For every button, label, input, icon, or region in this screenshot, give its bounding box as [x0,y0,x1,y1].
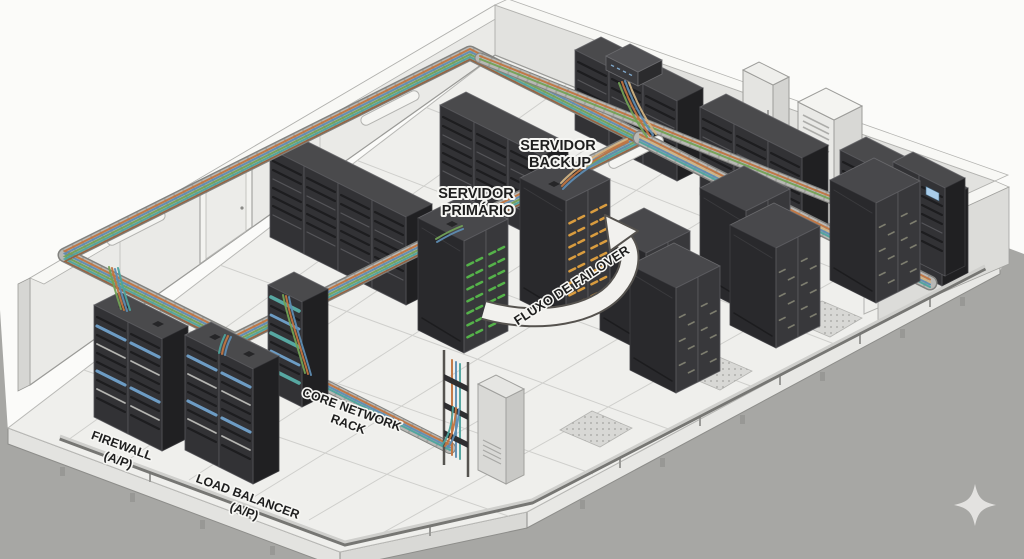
server-rack [829,157,921,304]
sparkle-icon [954,484,996,526]
server-rack [629,242,721,394]
raised-floor-edge [7,257,1001,559]
server-rack [729,202,821,349]
firewall-rack [93,291,189,452]
network-switch [605,43,663,87]
floor-pedestals [60,297,965,555]
door [199,155,253,266]
label-backup-server: SERVIDOR BACKUP [520,138,600,171]
ground [0,248,1024,559]
primary-server-rack [417,195,509,354]
pdu-cabinet [476,374,526,485]
load-balancer-rack [184,321,280,485]
label-primary-server: SERVIDOR PRIMÁRIO [438,186,518,219]
server-rack-row [269,135,433,306]
floor-rail [59,264,987,547]
failover-arrow [481,214,640,328]
